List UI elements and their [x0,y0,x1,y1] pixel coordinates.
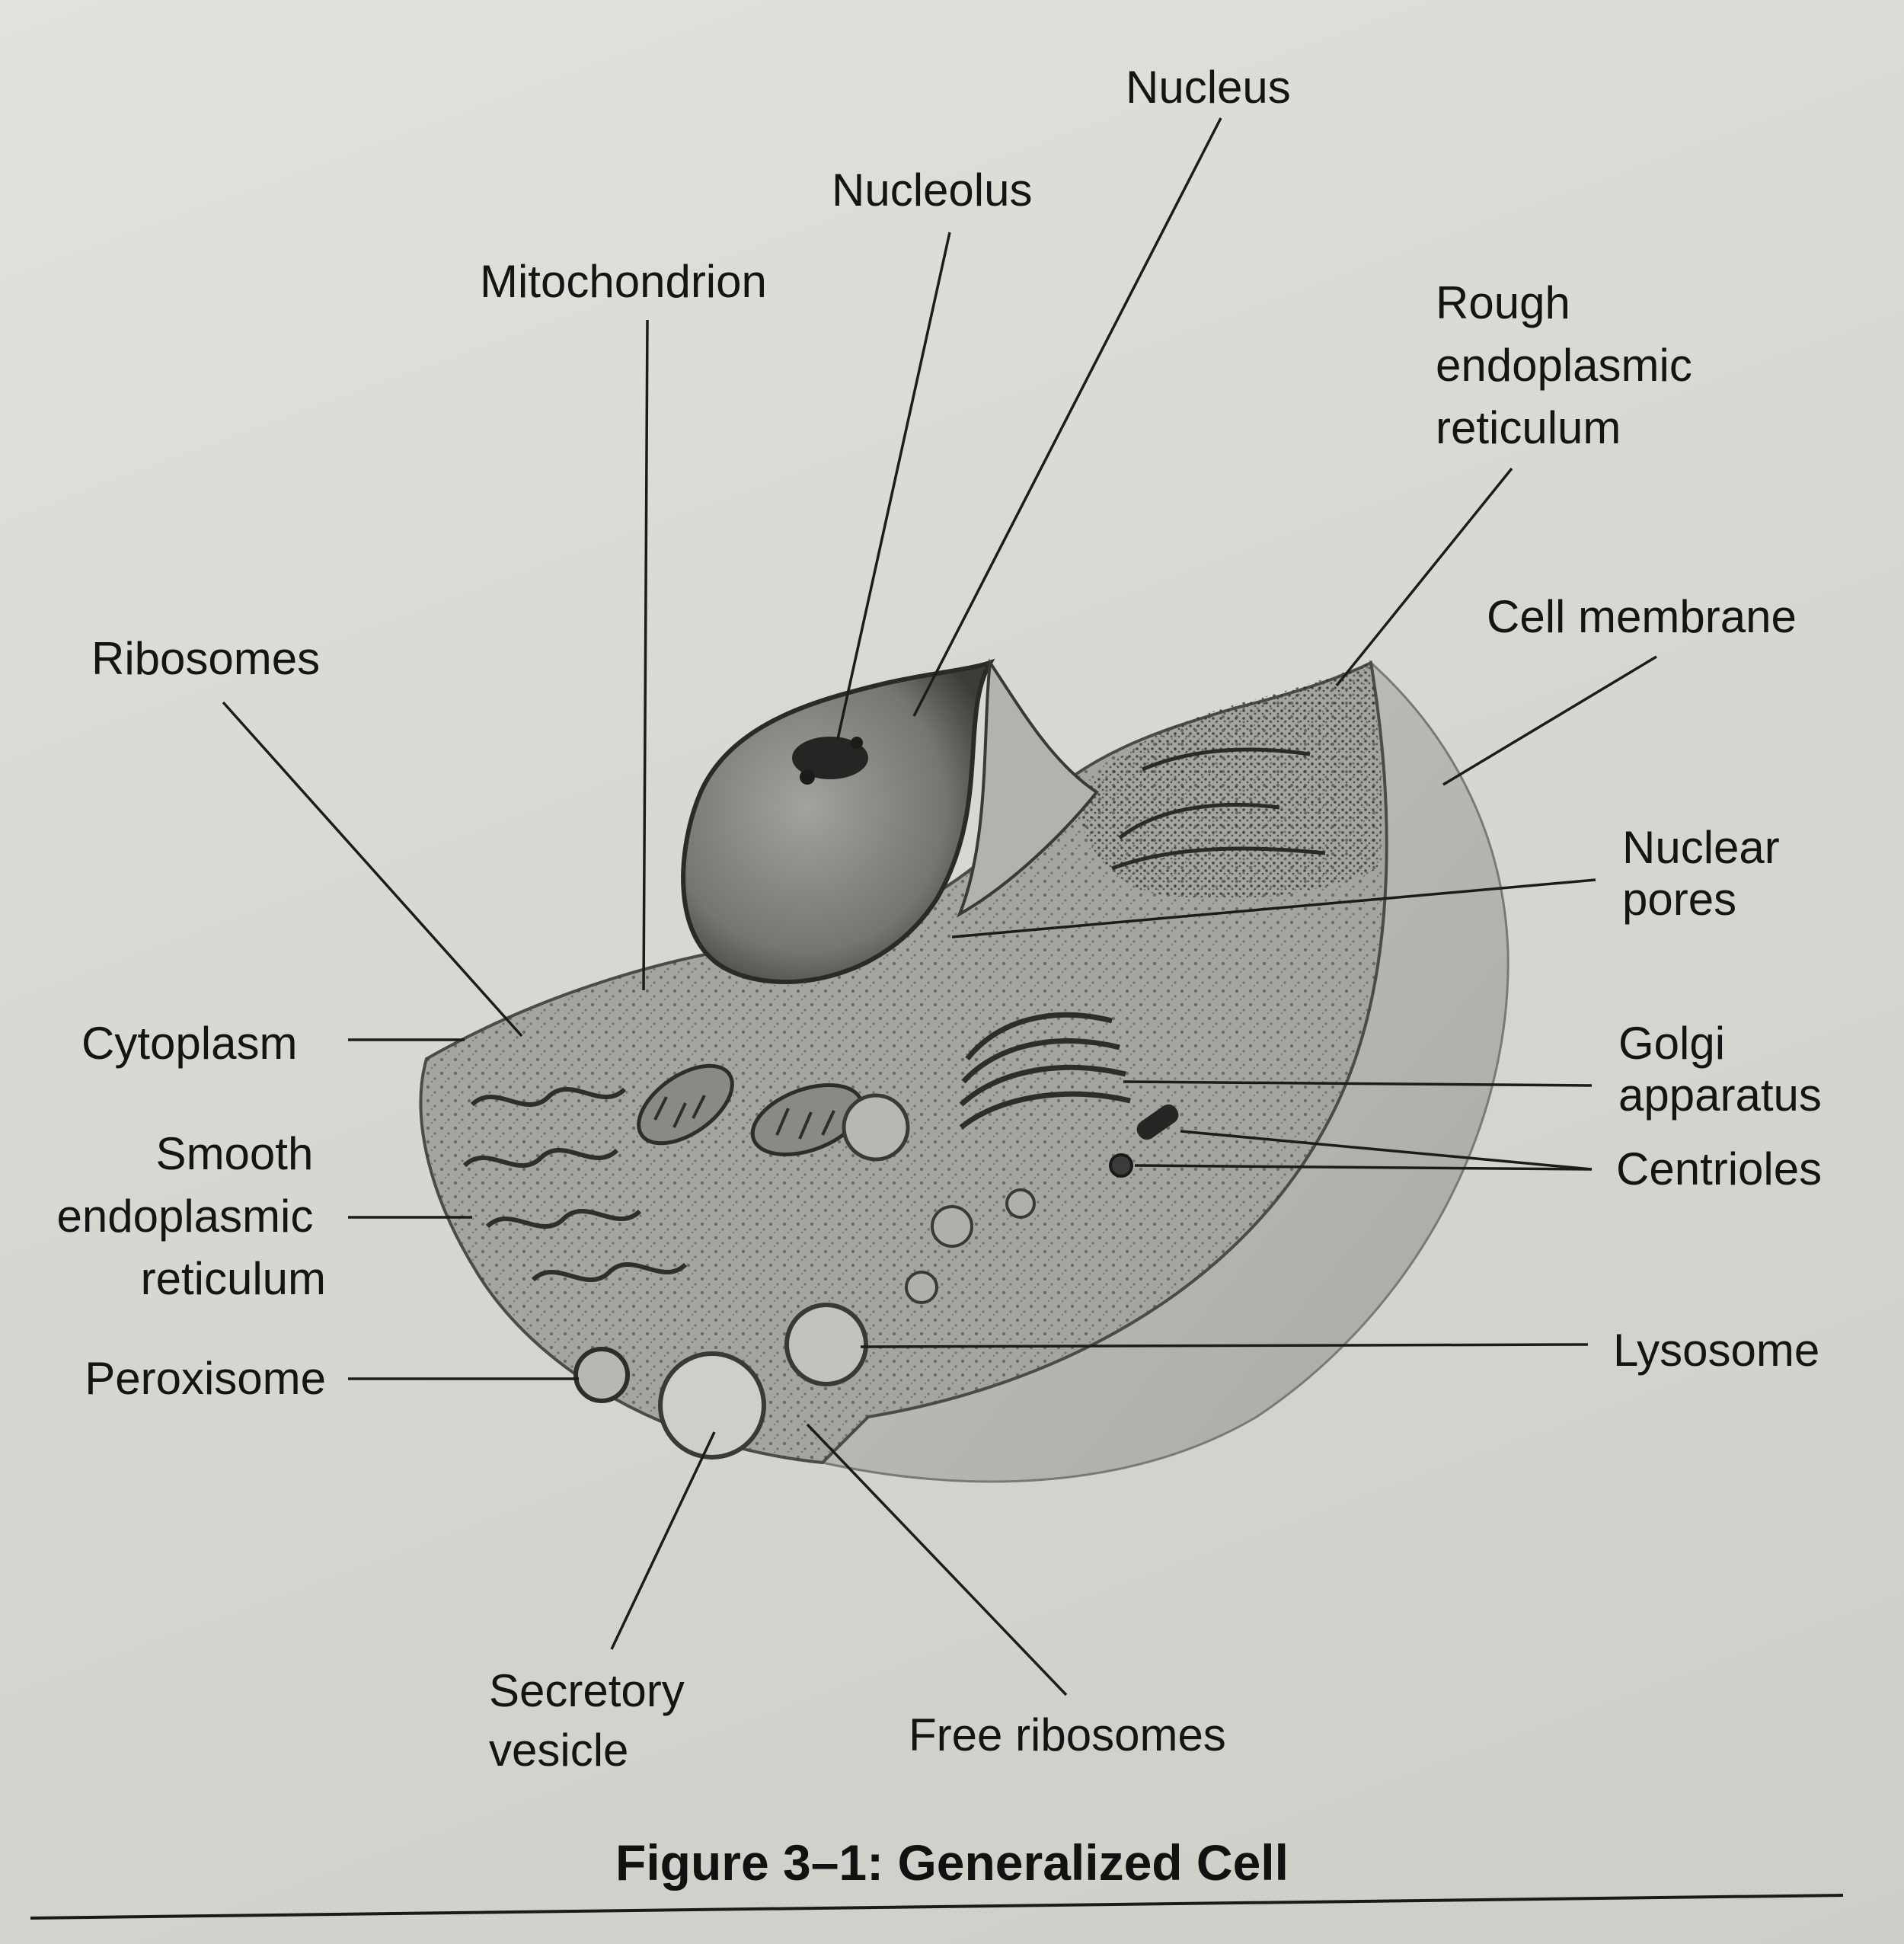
secretory-vesicle-shape [658,1351,766,1460]
centriole-shapes [1109,1104,1179,1178]
figure-caption: Figure 3–1: Generalized Cell [615,1834,1289,1891]
leader-nucleolus [836,232,951,740]
label-free-ribosomes: Free ribosomes [909,1709,1226,1760]
label-cell-membrane: Cell membrane [1487,591,1797,642]
leader-mitochondrion [642,319,649,991]
leader-nuclear-pores [951,878,1596,938]
rough-er-region [1080,663,1382,899]
leader-centrioles-a [1180,1130,1593,1171]
caption-rule [30,1894,1844,1920]
label-nucleolus: Nucleolus [832,165,1032,216]
smooth-er-shapes [462,1087,688,1282]
label-rough-er: Rough endoplasmic reticulum [1436,277,1705,453]
leader-nucleus [912,117,1222,717]
leader-secretory-vesicle [610,1431,716,1650]
label-nuclear-pores: Nuclear pores [1622,822,1792,925]
cell-illustration [419,658,1509,1483]
label-cytoplasm: Cytoplasm [81,1018,297,1069]
leader-cell-membrane [1442,655,1657,786]
label-ribosomes: Ribosomes [91,633,320,684]
leader-lines [222,117,1657,1696]
label-golgi: Golgi apparatus [1618,1018,1822,1121]
label-secretory-vesicle: Secretory vesicle [489,1665,697,1776]
labels: Nucleus Nucleolus Mitochondrion Rough en… [56,62,1822,1776]
leader-ribosomes [222,701,523,1038]
leader-centrioles-b [1134,1164,1593,1171]
leader-rough-er [1335,467,1513,687]
peroxisome-shape [573,1347,630,1403]
nucleolus-shape [792,737,868,779]
label-nucleus: Nucleus [1126,62,1291,113]
label-smooth-er: Smooth endoplasmic reticulum [56,1128,326,1304]
label-mitochondrion: Mitochondrion [480,256,767,307]
leader-lysosome [860,1343,1589,1348]
golgi-shape [959,1012,1131,1130]
leader-golgi [1123,1080,1593,1087]
leader-free-ribosomes [806,1423,1068,1696]
label-centrioles: Centrioles [1616,1143,1822,1194]
vesicle-shapes [573,1093,1036,1460]
label-peroxisome: Peroxisome [85,1353,326,1404]
label-lysosome: Lysosome [1613,1325,1819,1376]
lysosome-shape [784,1303,868,1386]
nucleus-shape [681,658,1099,984]
